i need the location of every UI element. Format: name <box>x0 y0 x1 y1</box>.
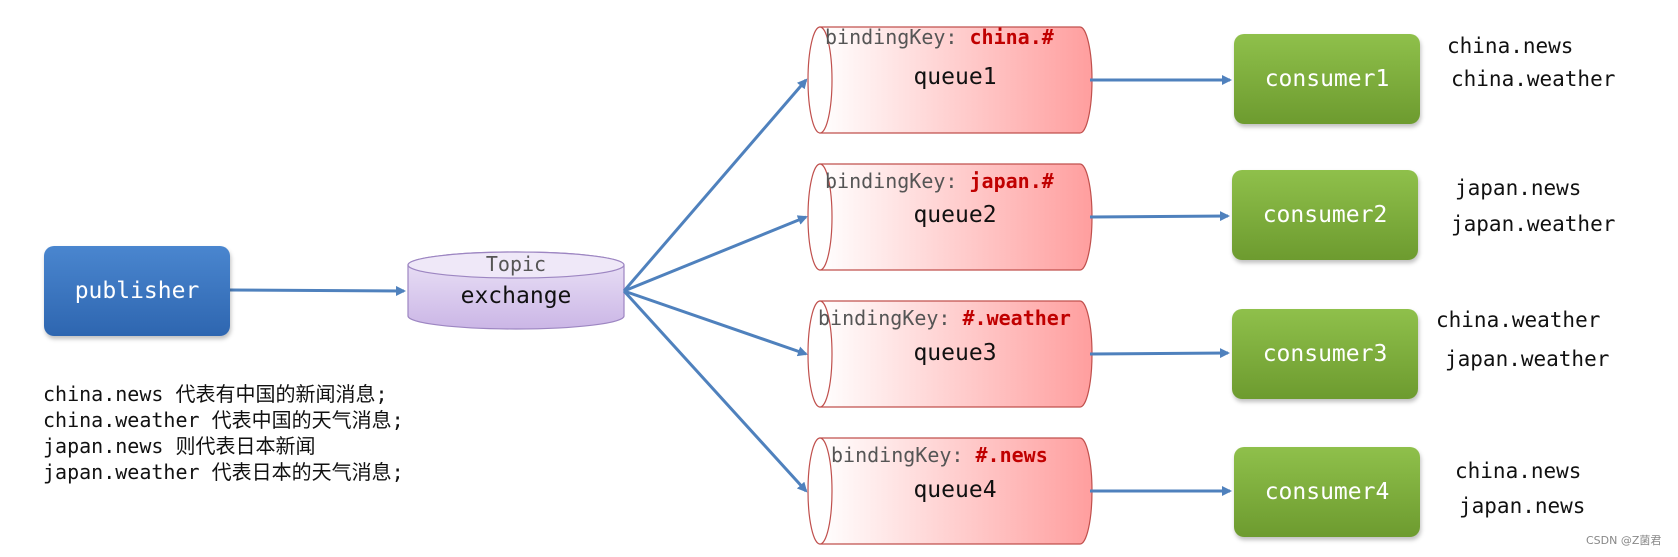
consumer3-box: consumer3 <box>1232 309 1418 399</box>
consumer2-routing-key: japan.news <box>1455 176 1582 200</box>
legend-line: china.news 代表有中国的新闻消息; <box>43 382 388 406</box>
arrow-exchange-queue2 <box>623 215 808 293</box>
consumer1-routing-key: china.news <box>1447 34 1574 58</box>
exchange-cylinder <box>407 251 625 330</box>
queue3-binding: bindingKey: #.weather <box>818 306 1071 330</box>
queue1-cylinder <box>807 26 1093 134</box>
arrow-exchange-queue1 <box>622 78 808 292</box>
consumer3-routing-key: japan.weather <box>1445 347 1610 371</box>
binding-prefix: bindingKey: <box>818 306 963 330</box>
exchange-type-label: Topic <box>485 252 547 276</box>
arrow-exchange-queue3 <box>623 289 808 357</box>
queue2-label: queue2 <box>913 202 997 228</box>
queue3-label: queue3 <box>913 340 997 366</box>
consumer2-routing-key: japan.weather <box>1451 212 1616 236</box>
consumer1-routing-key: china.weather <box>1451 67 1616 91</box>
legend-line: japan.weather 代表日本的天气消息; <box>43 460 404 484</box>
binding-key: #.weather <box>962 306 1071 330</box>
queue4-label: queue4 <box>913 477 997 503</box>
legend-line: japan.news 则代表日本新闻 <box>43 434 316 458</box>
arrow-queue3-consumer3 <box>1089 348 1230 359</box>
queue2-cylinder <box>807 163 1093 271</box>
consumer1-label: consumer1 <box>1264 66 1390 92</box>
legend-line: china.weather 代表中国的天气消息; <box>43 408 404 432</box>
consumer4-label: consumer4 <box>1264 479 1390 505</box>
queue4-binding: bindingKey: #.news <box>831 443 1048 467</box>
routing-key-legend: china.news 代表有中国的新闻消息; china.weather 代表中… <box>43 381 404 485</box>
binding-prefix: bindingKey: <box>831 443 976 467</box>
queue1-label: queue1 <box>913 64 997 90</box>
consumer4-routing-key: japan.news <box>1459 494 1586 518</box>
arrow-queue2-consumer2 <box>1089 211 1230 222</box>
binding-prefix: bindingKey: <box>825 169 970 193</box>
arrow-publisher-exchange <box>229 285 406 296</box>
queue1-binding: bindingKey: china.# <box>825 25 1054 49</box>
consumer3-label: consumer3 <box>1262 341 1388 367</box>
queue4-cylinder <box>807 437 1093 545</box>
arrows <box>229 75 1232 496</box>
consumer1-box: consumer1 <box>1234 34 1420 124</box>
binding-prefix: bindingKey: <box>825 25 970 49</box>
exchange-label: exchange <box>460 283 572 309</box>
publisher-label: publisher <box>74 278 200 304</box>
watermark: CSDN @Z菌君 <box>1586 534 1662 547</box>
consumer2-label: consumer2 <box>1262 202 1388 228</box>
arrow-exchange-queue4 <box>622 289 808 493</box>
consumer2-box: consumer2 <box>1232 170 1418 260</box>
binding-key: china.# <box>969 25 1054 49</box>
consumer4-box: consumer4 <box>1234 447 1420 537</box>
queue2-binding: bindingKey: japan.# <box>825 169 1054 193</box>
binding-key: japan.# <box>969 169 1054 193</box>
publisher-box: publisher <box>44 246 230 336</box>
consumer3-routing-key: china.weather <box>1436 308 1601 332</box>
queue3-cylinder <box>807 300 1093 408</box>
consumer4-routing-key: china.news <box>1455 459 1582 483</box>
binding-key: #.news <box>975 443 1048 467</box>
